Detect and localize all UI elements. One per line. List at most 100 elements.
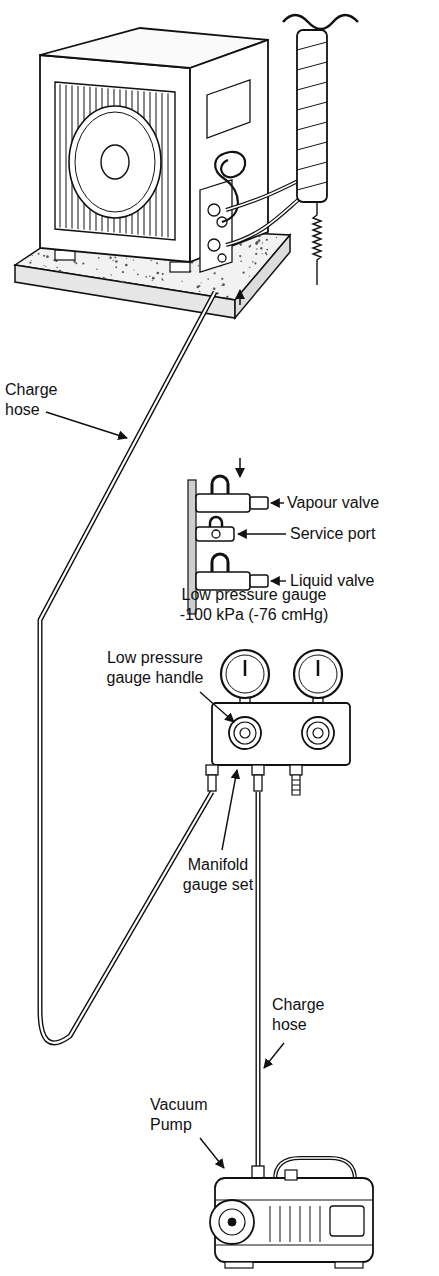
pipe-set [313, 202, 321, 285]
vacuum-pump [215, 1178, 373, 1262]
pad-texture [256, 248, 258, 250]
manifold-gauge-set [302, 717, 334, 749]
leader-line [222, 770, 237, 850]
detail-arrow [239, 290, 241, 477]
pad-texture [32, 255, 33, 256]
pipe-set [226, 195, 304, 245]
pad-texture [82, 262, 84, 264]
callout-label: Charge hose [5, 380, 67, 420]
manifold-gauge-set [294, 650, 342, 698]
callout-label: Charge hose [272, 995, 334, 1035]
pad-texture [252, 261, 254, 263]
manifold-gauge-set [299, 655, 337, 693]
fan-grille [60, 84, 61, 227]
outdoor-unit [218, 254, 226, 262]
valve-detail [196, 527, 234, 541]
pad-texture [125, 264, 128, 267]
fan-grille [66, 85, 67, 228]
pad-texture [156, 262, 158, 264]
vacuum-pump [225, 1262, 253, 1268]
callout-label: Low pressure gauge -100 kPa (-76 cmHg) [168, 585, 340, 625]
pad-texture [239, 255, 241, 257]
pad-texture [103, 277, 105, 279]
outdoor-unit [40, 28, 268, 272]
pad-texture [237, 294, 239, 296]
pad-texture [162, 273, 164, 275]
concrete-pad [235, 235, 290, 318]
manifold-gauge-set [252, 765, 264, 775]
pad-texture [121, 281, 124, 284]
charge-hose [40, 292, 215, 1043]
vacuum-pump [275, 1158, 355, 1180]
pad-texture [145, 276, 147, 278]
pad-texture [249, 267, 250, 268]
outdoor-unit [208, 204, 220, 216]
charge-hose [257, 792, 259, 1174]
pad-texture [133, 259, 134, 260]
pad-texture [214, 288, 216, 290]
pad-texture [109, 256, 111, 258]
manifold-gauge-set [244, 660, 247, 676]
pad-texture [149, 276, 150, 277]
manifold-gauge-set [240, 728, 250, 738]
manifold-gauge-set [317, 660, 320, 676]
pad-texture [250, 245, 251, 246]
pad-texture [152, 277, 155, 280]
fan-grille [60, 84, 168, 237]
manifold-gauge-set [292, 775, 300, 795]
outdoor-unit [55, 82, 175, 240]
pad-texture [151, 260, 152, 261]
leader-line [46, 412, 127, 438]
leader-line [271, 580, 286, 581]
vacuum-pump [219, 1209, 245, 1235]
pipe-set [297, 42, 327, 190]
vacuum-pump [210, 1158, 373, 1268]
pad-texture [112, 260, 113, 261]
pad-texture [266, 249, 268, 251]
manifold-gauge-set [307, 722, 329, 744]
callout-label: Manifold gauge set [178, 855, 258, 895]
valve-detail [250, 575, 268, 587]
pad-texture [98, 257, 100, 259]
pad-texture [266, 239, 268, 241]
pad-texture [122, 271, 124, 273]
manifold-gauge-set [254, 775, 262, 791]
detail-arrow [239, 290, 241, 305]
pad-texture [114, 256, 116, 258]
pad-texture [181, 281, 182, 282]
vacuum-pump [228, 1218, 236, 1226]
valve-detail [212, 476, 228, 494]
pad-texture [240, 260, 242, 262]
pad-texture [31, 260, 32, 261]
charge-hose [256, 792, 261, 1174]
pad-texture [46, 255, 49, 258]
pad-texture [222, 283, 225, 286]
pad-texture [43, 265, 44, 266]
manifold-gauge-set [206, 650, 350, 795]
pad-texture [115, 266, 117, 268]
leader-line [271, 502, 284, 503]
vacuum-pump [270, 1206, 320, 1242]
vacuum-pump [330, 1206, 364, 1236]
pipe-set [283, 15, 358, 29]
pipe-set [215, 15, 358, 285]
pad-texture [207, 278, 209, 280]
pad-texture [255, 253, 257, 255]
vacuum-pump [285, 1170, 297, 1180]
manifold-gauge-set [234, 722, 256, 744]
pad-texture [96, 269, 98, 271]
manifold-gauge-set [290, 765, 302, 775]
pad-texture [45, 266, 46, 267]
pipe-set [226, 195, 304, 245]
pad-texture [261, 253, 262, 254]
pipe-set [297, 30, 327, 202]
pad-texture [197, 286, 200, 289]
vacuum-pump [275, 1158, 355, 1180]
pad-texture [249, 276, 250, 277]
outdoor-unit [101, 145, 129, 179]
pad-texture [43, 255, 45, 257]
callout-label: Low pressure gauge handle [100, 648, 210, 688]
callout-label: Service port [290, 524, 435, 544]
pad-texture [156, 272, 159, 275]
